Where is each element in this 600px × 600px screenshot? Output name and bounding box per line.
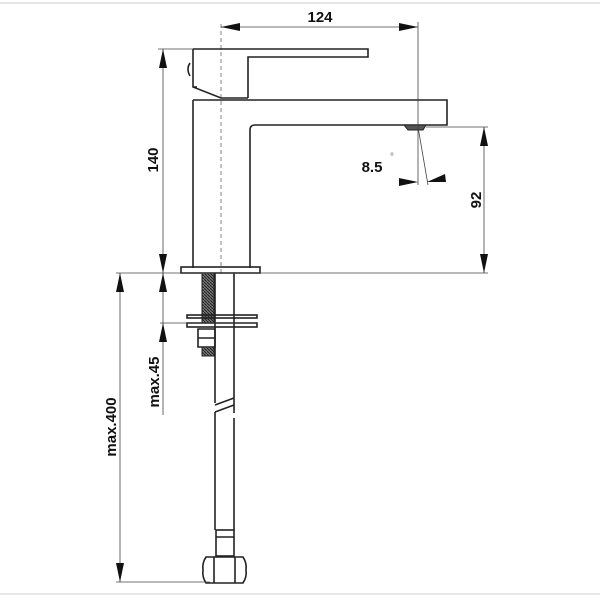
dimension-140: 140 xyxy=(145,48,193,273)
degree-symbol: ° xyxy=(390,152,394,163)
dim-label-angle: 8.5 xyxy=(362,159,383,176)
mounting-nut xyxy=(197,328,216,348)
washer-top xyxy=(186,314,258,319)
hose-break xyxy=(214,397,235,413)
dim-label-140: 140 xyxy=(145,147,162,172)
hose-collar xyxy=(215,529,235,557)
hose-nut xyxy=(202,556,247,584)
dim-label-92: 92 xyxy=(468,192,485,209)
dim-label-max45: max.45 xyxy=(146,357,163,408)
faucet-body xyxy=(180,48,448,274)
dimension-angle: 8.5 ° xyxy=(362,126,446,186)
dim-label-max400: max.400 xyxy=(103,397,120,456)
dimension-92: 92 xyxy=(116,126,488,274)
cartridge-knob xyxy=(187,62,191,77)
dimension-124: 124 xyxy=(221,9,419,185)
mounting-kit xyxy=(186,272,258,584)
dim-label-124: 124 xyxy=(307,9,333,26)
dimension-max45: max.45 xyxy=(146,273,257,415)
washer-bottom xyxy=(186,322,258,328)
aerator xyxy=(402,124,427,131)
dimension-max400: max.400 xyxy=(103,273,210,583)
